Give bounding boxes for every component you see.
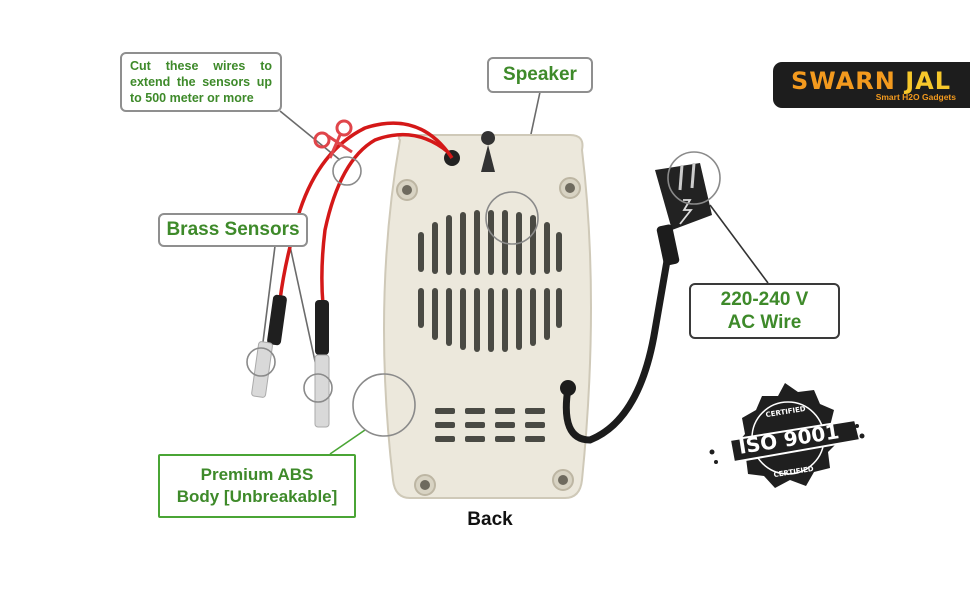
- ac-pointer-line: [709, 204, 769, 284]
- abs-highlight-circle: [352, 373, 416, 437]
- iso-9001-badge-icon: ISO 9001 CERTIFIED CERTIFIED: [709, 383, 865, 488]
- ac-wire-voltage-text: 220-240 V: [720, 289, 809, 310]
- plug-highlight-circle: [667, 151, 721, 205]
- abs-pointer-line: [329, 429, 366, 455]
- cut-highlight-circle: [332, 156, 362, 186]
- brass-pointer-line-2: [289, 245, 319, 376]
- brass-sensors-callout: Brass Sensors: [158, 213, 308, 247]
- speaker-text: Speaker: [503, 64, 577, 85]
- speaker-callout: Speaker: [487, 57, 593, 93]
- swarn-jal-logo: SWARN JAL Smart H2O Gadgets: [773, 62, 970, 108]
- brass-sensor-probes: [251, 294, 330, 428]
- scissors-icon: [313, 119, 353, 159]
- logo-tagline: Smart H2O Gadgets: [875, 92, 956, 102]
- abs-body-text-1: Premium ABS: [200, 465, 314, 484]
- logo-brand: SWARN JAL: [791, 67, 951, 95]
- back-caption: Back: [467, 509, 513, 530]
- vent-slots: [435, 408, 545, 442]
- brass-pointer-line-1: [261, 245, 276, 351]
- cut-pointer-line: [279, 110, 341, 161]
- sensor-highlight-circle-2: [303, 373, 333, 403]
- abs-body-text-2: Body [Unbreakable]: [176, 487, 338, 506]
- cut-wires-text: Cut these wires to extend the sensors up…: [130, 59, 272, 105]
- ac-wire-text: AC Wire: [727, 312, 802, 333]
- brass-sensors-text: Brass Sensors: [166, 219, 300, 240]
- ac-wire-callout: 220-240 V AC Wire: [689, 283, 840, 339]
- speaker-highlight-circle: [485, 191, 539, 245]
- ac-power-cord: [560, 162, 712, 444]
- logo-brand-part1: SWARN: [791, 67, 906, 95]
- abs-body-callout: Premium ABS Body [Unbreakable]: [158, 454, 356, 518]
- cut-wires-callout: Cut these wires to extend the sensors up…: [120, 52, 282, 112]
- sensor-wires: [278, 121, 454, 306]
- logo-brand-part2: JAL: [905, 67, 951, 95]
- sensor-highlight-circle-1: [246, 347, 276, 377]
